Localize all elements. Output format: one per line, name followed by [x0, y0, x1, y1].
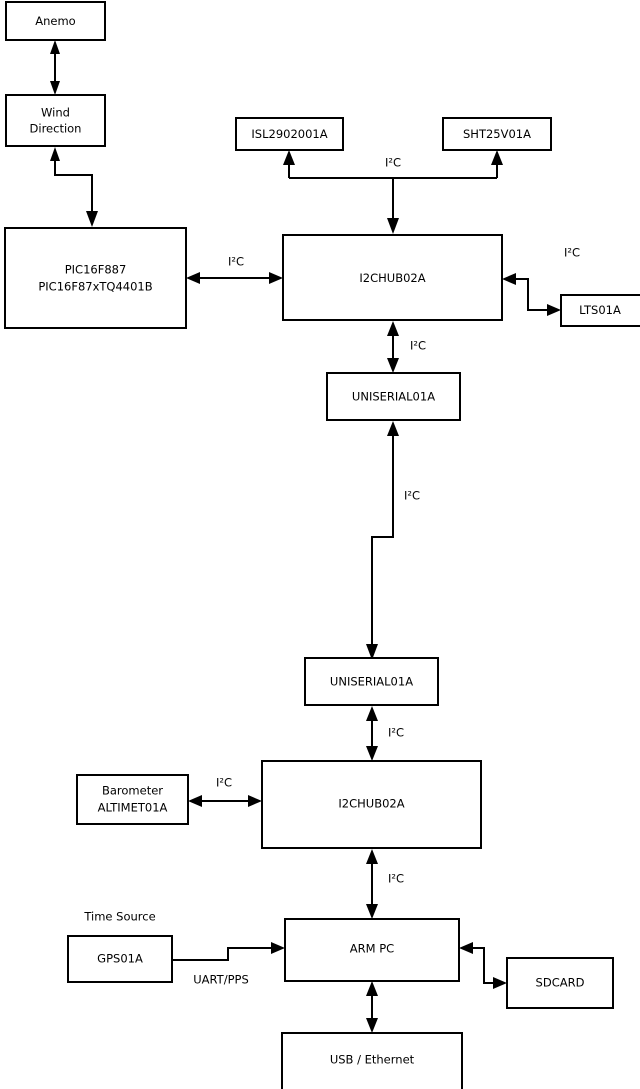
link-armpc-sdcard	[459, 942, 507, 989]
node-uniserial01a-top-label: UNISERIAL01A	[352, 390, 435, 404]
arrow-left-icon	[186, 272, 200, 284]
edge-label-uniserial-to-hub-bottom: I²C	[388, 726, 404, 740]
node-i2chub02a-bottom-label: I2CHUB02A	[338, 797, 404, 811]
node-pic-label-line2: PIC16F87xTQ4401B	[38, 280, 152, 294]
arrow-up-icon	[366, 706, 378, 721]
node-sdcard[interactable]: SDCARD	[506, 957, 614, 1009]
link-anemo-winddirection	[50, 40, 60, 95]
edge-label-bus-top: I²C	[385, 156, 401, 170]
arrow-down-icon	[366, 644, 378, 660]
arrow-right-icon	[269, 272, 283, 284]
node-i2chub02a-bottom[interactable]: I2CHUB02A	[261, 760, 482, 849]
link-armpc-usbethernet	[366, 981, 378, 1033]
node-wind-direction-label-line1: Wind	[41, 106, 70, 120]
arrow-left-icon	[502, 273, 516, 285]
node-gps01a[interactable]: GPS01A	[67, 935, 173, 983]
node-arm-pc-label: ARM PC	[350, 942, 394, 956]
node-arm-pc[interactable]: ARM PC	[284, 918, 460, 982]
node-sht25v01a-label: SHT25V01A	[463, 127, 531, 141]
arrow-up-icon	[387, 321, 399, 336]
link-i2chub02a-lts01a	[502, 273, 561, 316]
arrow-up-icon	[366, 981, 378, 996]
edge-label-hub-to-uniserial: I²C	[410, 339, 426, 353]
node-i2chub02a-top[interactable]: I2CHUB02A	[282, 234, 503, 321]
node-anemo[interactable]: Anemo	[5, 1, 106, 41]
node-wind-direction-label-line2: Direction	[30, 122, 82, 136]
node-gps01a-label: GPS01A	[97, 952, 143, 966]
arrow-right-icon	[248, 795, 262, 807]
arrow-up-icon	[387, 421, 399, 436]
connectors-layer	[50, 40, 561, 1033]
link-i2chub02a-uniserial-top	[387, 321, 399, 373]
arrow-down-icon	[387, 218, 399, 234]
arrow-up-icon	[50, 147, 60, 161]
node-lts01a[interactable]: LTS01A	[560, 294, 640, 327]
arrow-left-icon	[459, 942, 473, 954]
arrow-right-icon	[547, 304, 561, 316]
link-gps01a-armpc	[172, 942, 285, 961]
node-i2chub02a-top-label: I2CHUB02A	[359, 271, 425, 285]
node-pic-label-line1: PIC16F887	[65, 263, 127, 277]
arrow-down-icon	[366, 1018, 378, 1033]
arrow-down-icon	[387, 358, 399, 373]
node-barometer[interactable]: Barometer ALTIMET01A	[76, 774, 189, 825]
arrow-right-icon	[493, 977, 507, 989]
edge-label-barometer-to-hub: I²C	[216, 776, 232, 790]
labels-layer: I²C I²C I²C I²C I²C I²C I²C I²C UART/PPS…	[83, 156, 580, 987]
node-barometer-label-line1: Barometer	[102, 784, 163, 798]
edge-label-pic-to-hub: I²C	[228, 255, 244, 269]
arrow-up-icon	[50, 40, 60, 54]
edge-label-hub-to-armpc: I²C	[388, 872, 404, 886]
node-pic[interactable]: PIC16F887 PIC16F87xTQ4401B	[4, 227, 187, 329]
nodes-layer: Anemo Wind Direction PIC16F887 PIC16F87x…	[4, 1, 640, 1089]
link-uniserial-top-bottom	[366, 421, 399, 660]
arrow-right-icon	[271, 942, 285, 954]
arrow-down-icon	[366, 904, 378, 919]
node-anemo-label: Anemo	[35, 14, 75, 28]
arrow-down-icon	[50, 81, 60, 95]
free-label-time-source: Time Source	[83, 910, 155, 924]
link-uniserial-bottom-i2chub02a	[366, 706, 378, 761]
node-isl2902001a-label: ISL2902001A	[251, 127, 327, 141]
link-barometer-i2chub02a	[188, 795, 262, 807]
node-uniserial01a-top[interactable]: UNISERIAL01A	[326, 372, 461, 421]
edge-label-hub-to-lts: I²C	[564, 246, 580, 260]
arrow-down-icon	[86, 211, 98, 227]
link-winddirection-pic	[50, 147, 98, 227]
edge-label-uniserial-to-uniserial: I²C	[404, 489, 420, 503]
node-usb-ethernet-label: USB / Ethernet	[330, 1053, 415, 1067]
node-barometer-label-line2: ALTIMET01A	[98, 801, 168, 815]
node-lts01a-label: LTS01A	[579, 303, 621, 317]
arrow-down-icon	[366, 746, 378, 761]
arrow-up-icon	[283, 150, 295, 165]
link-i2c-bus-top	[283, 150, 503, 234]
arrow-up-icon	[366, 849, 378, 864]
edge-label-gps-to-armpc: UART/PPS	[193, 973, 249, 987]
node-uniserial01a-bottom-label: UNISERIAL01A	[330, 675, 413, 689]
link-pic-i2chub02a-top	[186, 272, 283, 284]
node-uniserial01a-bottom[interactable]: UNISERIAL01A	[304, 657, 439, 706]
node-usb-ethernet[interactable]: USB / Ethernet	[281, 1032, 463, 1089]
node-sht25v01a[interactable]: SHT25V01A	[442, 117, 552, 151]
node-wind-direction[interactable]: Wind Direction	[5, 94, 106, 147]
node-sdcard-label: SDCARD	[536, 976, 585, 990]
arrow-left-icon	[188, 795, 202, 807]
node-isl2902001a[interactable]: ISL2902001A	[235, 117, 344, 151]
link-i2chub02a-armpc	[366, 849, 378, 919]
arrow-up-icon	[491, 150, 503, 165]
